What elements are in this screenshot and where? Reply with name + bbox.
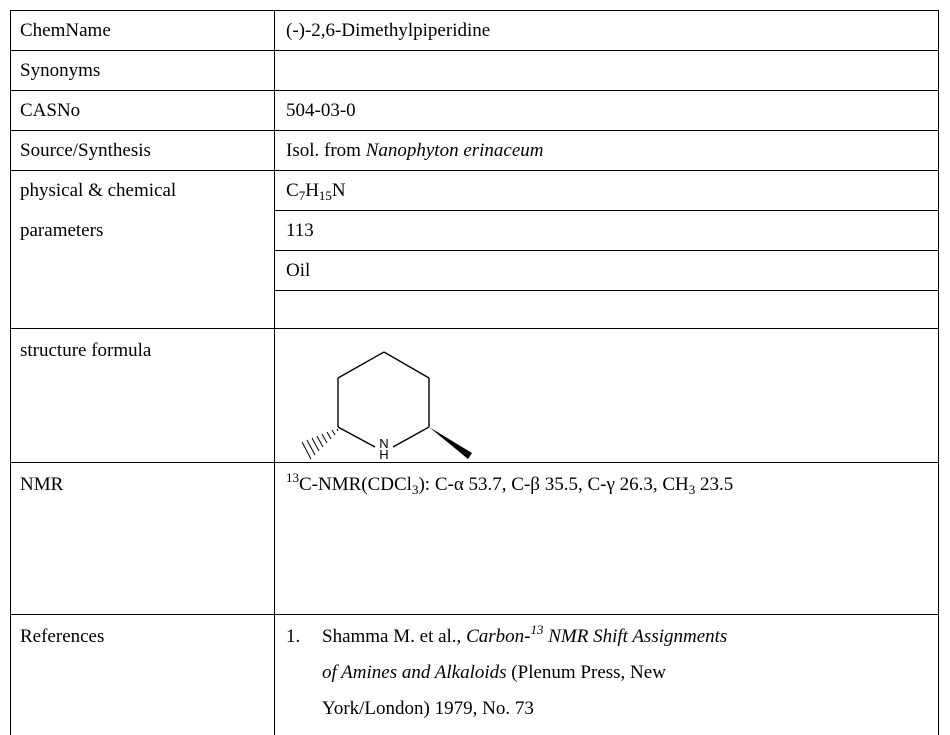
- source-label: Source/Synthesis: [20, 140, 151, 161]
- ref-authors: Shamma M. et al.,: [322, 626, 467, 647]
- hash-bond: [301, 428, 339, 460]
- synonyms-label: Synonyms: [20, 60, 101, 81]
- ref-title-sup: 13: [530, 622, 544, 637]
- casno-label: CASNo: [20, 100, 81, 121]
- row-divider: [10, 50, 939, 51]
- physical-label-line2: parameters: [20, 220, 104, 241]
- nmr-isotope: 13: [286, 470, 299, 485]
- formula-h-count: 15: [318, 188, 332, 203]
- casno-value: 504-03-0: [286, 100, 356, 121]
- nmr-label: NMR: [20, 474, 64, 495]
- formula-c: C: [286, 180, 299, 201]
- subrow-divider: [274, 290, 939, 291]
- ring-bond: [337, 351, 385, 379]
- ref-title-a: Carbon-: [466, 626, 531, 647]
- nmr-text-c: 23.5: [695, 474, 734, 495]
- ring-bond: [337, 426, 376, 448]
- row-divider: [10, 130, 939, 131]
- hydrogen-atom-label: H: [379, 447, 388, 460]
- ref-publisher: (Plenum Press, New: [506, 662, 666, 683]
- reference-number: 1.: [286, 626, 301, 647]
- nmr-sub2: 3: [688, 482, 696, 497]
- column-divider: [274, 10, 275, 735]
- subrow-divider: [274, 250, 939, 251]
- wedge-bond: [429, 427, 472, 459]
- chemname-value: (-)-2,6-Dimethylpiperidine: [286, 20, 491, 41]
- row-divider: [10, 90, 939, 91]
- source-value: Isol. from Nanophyton erinaceum: [286, 140, 544, 162]
- nmr-text-b: ): C-α 53.7, C-β 35.5, C-γ 26.3, CH: [418, 474, 689, 495]
- molecular-weight: 113: [286, 220, 314, 241]
- table-top-border: [10, 10, 939, 11]
- row-divider: [10, 328, 939, 329]
- row-divider: [10, 462, 939, 463]
- row-divider: [10, 614, 939, 615]
- nmr-value: 13C-NMR(CDCl3): C-α 53.7, C-β 35.5, C-γ …: [286, 471, 734, 497]
- physical-state: Oil: [286, 260, 311, 281]
- formula-h: H: [305, 180, 319, 201]
- nmr-sub: 3: [411, 482, 419, 497]
- table-left-border: [10, 10, 11, 735]
- physical-label-line1: physical & chemical: [20, 180, 177, 201]
- subrow-divider: [274, 210, 939, 211]
- chemname-label: ChemName: [20, 20, 111, 41]
- reference-line-1: Shamma M. et al., Carbon-13 NMR Shift As…: [322, 623, 728, 648]
- ref-title-b: NMR Shift Assignments: [543, 626, 728, 647]
- reference-line-2: of Amines and Alkaloids (Plenum Press, N…: [322, 662, 666, 684]
- piperidine-structure-diagram: N H: [301, 351, 472, 460]
- ring-bond: [383, 351, 430, 379]
- formula-c-count: 7: [298, 188, 306, 203]
- molecular-formula: C7H15N: [286, 180, 346, 202]
- ring-bond: [392, 426, 430, 448]
- reference-line-3: York/London) 1979, No. 73: [322, 698, 534, 719]
- ref-title-c: of Amines and Alkaloids: [322, 662, 507, 683]
- compound-record-table: ChemName (-)-2,6-Dimethylpiperidine Syno…: [10, 10, 945, 735]
- row-divider: [10, 170, 939, 171]
- references-label: References: [20, 626, 105, 647]
- table-right-border: [938, 10, 939, 735]
- nmr-text-a: C-NMR(CDCl: [299, 474, 412, 495]
- source-organism: Nanophyton erinaceum: [365, 140, 544, 161]
- formula-n: N: [331, 180, 346, 201]
- structure-label: structure formula: [20, 340, 152, 361]
- source-prefix: Isol. from: [286, 140, 366, 161]
- nitrogen-atom-label: N: [379, 436, 388, 451]
